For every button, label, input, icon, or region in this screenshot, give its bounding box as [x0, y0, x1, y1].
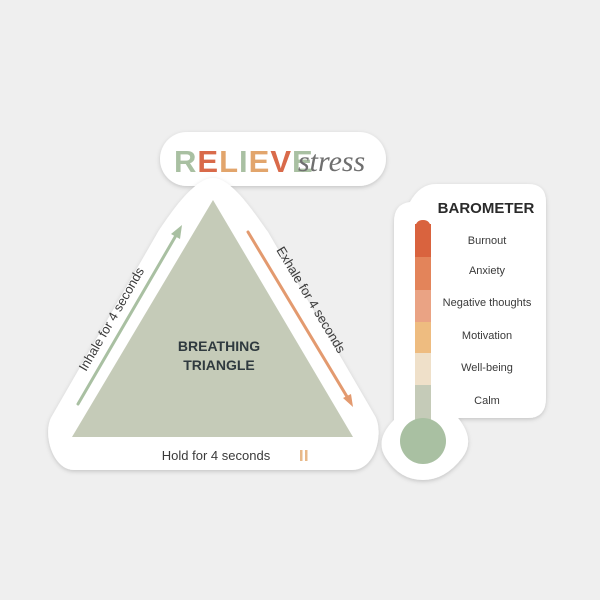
pause-icon — [300, 450, 308, 461]
triangle-title-line2: TRIANGLE — [183, 357, 255, 373]
inhale-arrowhead — [171, 225, 182, 239]
barometer-sticker: BAROMETER Burnout Anxiety Negative thoug… — [381, 184, 546, 480]
thermometer-bulb — [400, 418, 446, 464]
level-label: Well-being — [461, 362, 513, 374]
hold-label: Hold for 4 seconds — [162, 448, 271, 463]
breathing-triangle-sticker: BREATHING TRIANGLE Inhale for 4 seconds … — [48, 178, 379, 470]
level-label: Calm — [474, 395, 500, 407]
exhale-arrowhead — [343, 394, 353, 407]
thermometer-segment — [415, 257, 431, 290]
thermometer — [400, 220, 446, 464]
triangle-shape — [72, 200, 353, 437]
exhale-arrow — [246, 230, 351, 402]
logo-letter: E — [249, 144, 271, 179]
thermometer-segment — [415, 353, 431, 385]
logo-letter: R — [174, 144, 197, 179]
logo-relieve: RELIEVE — [174, 144, 314, 179]
triangle-title-line1: BREATHING — [178, 338, 260, 354]
logo-letter: I — [239, 144, 249, 179]
level-label: Motivation — [462, 330, 512, 342]
logo-letter: E — [292, 144, 314, 179]
level-label: Anxiety — [469, 265, 506, 277]
inhale-arrow — [76, 230, 180, 406]
logo-letter: L — [219, 144, 239, 179]
level-label: Burnout — [468, 235, 507, 247]
thermometer-segment — [415, 290, 431, 322]
level-label: Negative thoughts — [443, 297, 532, 309]
barometer-title: BAROMETER — [438, 200, 535, 217]
logo-sticker: RELIEVE stress — [160, 132, 386, 186]
thermometer-segment — [415, 224, 431, 257]
thermometer-segment — [415, 322, 431, 353]
thermometer-cap — [415, 220, 431, 230]
logo-letter: V — [270, 144, 292, 179]
logo-stress: stress — [298, 145, 365, 178]
logo-letter: E — [197, 144, 219, 179]
thermometer-segment — [415, 385, 431, 421]
barometer-levels: Burnout Anxiety Negative thoughts Motiva… — [443, 235, 532, 407]
